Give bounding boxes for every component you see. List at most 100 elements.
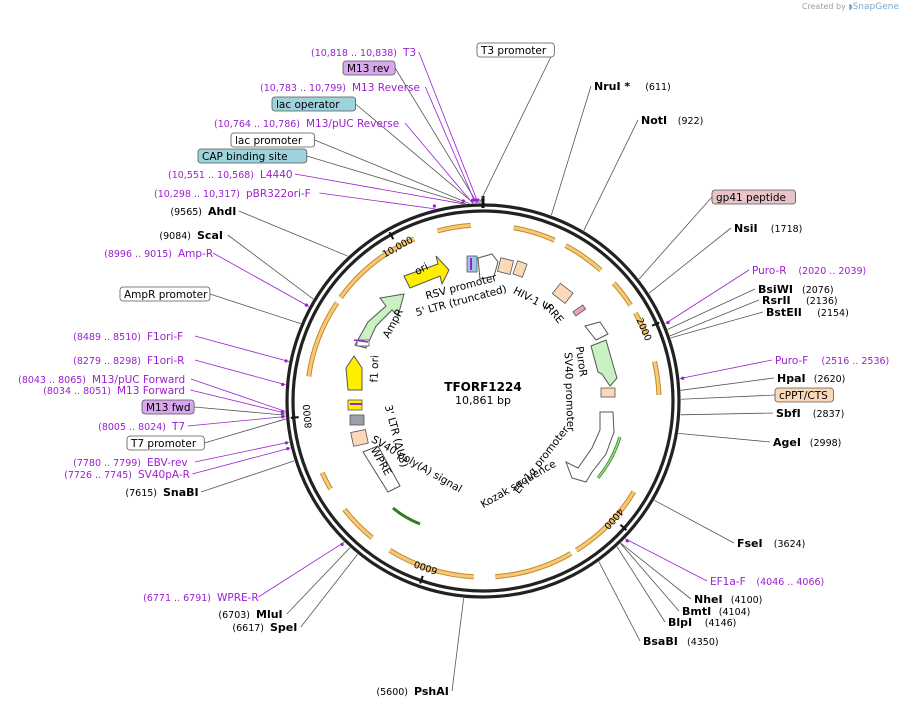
enzyme-name: BlpI [668,616,692,629]
tick-mark [619,524,628,531]
enzyme-position: (2076) [802,285,834,296]
enzyme-position: (611) [645,82,671,93]
label-NheI[interactable]: NheI(4100) [694,593,762,606]
label-BlpI[interactable]: BlpI(4146) [668,616,736,629]
leader-line [625,538,708,582]
primer-position: (4046 .. 4066) [756,577,824,588]
leader-line [194,441,290,463]
snapgene-logo-icon: ◗ [848,2,853,11]
label-AmpRprom[interactable]: AmpR promoter [119,286,211,302]
label-SpeI[interactable]: SpeI(6617) [232,621,297,634]
label-CAP[interactable]: CAP binding site [197,148,308,164]
label-AgeI[interactable]: AgeI(2998) [773,436,841,449]
label-lacoperator[interactable]: lac operator [271,96,356,112]
label-PuroR[interactable]: Puro-R (2020 .. 2039) [752,265,866,277]
label-NsiI[interactable]: NsiI(1718) [734,222,802,235]
label-MluI[interactable]: MluI(6703) [218,608,282,621]
label-F1oriR[interactable]: F1ori-R(8279 .. 8298) [73,355,184,367]
primer-name: Puro-F [775,355,808,367]
label-SbfI[interactable]: SbfI(2837) [776,407,844,420]
inner-label-ori: ori [413,261,431,278]
label-PuroF[interactable]: Puro-F(2516 .. 2536) [775,355,889,367]
tick-label: 8000 [302,404,315,429]
label-pBR322ori[interactable]: pBR322ori-F(10,298 .. 10,317) [154,188,311,200]
label-WPRER[interactable]: WPRE-R(6771 .. 6791) [143,592,259,604]
label-BmtI[interactable]: BmtI(4104) [682,605,750,618]
leader-line [227,234,314,300]
tick-mark [388,231,395,240]
label-SnaBI[interactable]: SnaBI(7615) [125,486,198,499]
primer-name: Puro-R [752,265,787,277]
label-AmpR[interactable]: Amp-R(8996 .. 9015) [104,248,213,260]
label-AhdI[interactable]: AhdI(9565) [170,205,236,218]
feature-arc-2 [564,244,602,272]
feature-name: T7 promoter [130,438,197,450]
label-PshAI[interactable]: PshAI(5600) [376,685,448,698]
primer-position: (10,818 .. 10,838) [311,48,397,59]
enzyme-position: (922) [678,116,704,127]
primer-position: (10,551 .. 10,568) [168,170,254,181]
leader-line [616,546,666,623]
hiv-psi-block-2 [512,260,528,278]
outer-feature-arcs [306,222,662,580]
feature-arc-8 [388,549,474,579]
label-M13Reverse[interactable]: M13 Reverse(10,783 .. 10,799) [260,82,420,94]
primer-site-mark [304,303,308,307]
primer-site-mark [473,198,477,202]
label-EBVrev[interactable]: EBV-rev (7780 .. 7799) [73,457,188,469]
label-M13rev[interactable]: M13 rev [342,60,396,76]
label-ScaI[interactable]: ScaI(9084) [159,229,223,242]
label-M13Forward[interactable]: M13 Forward(8034 .. 8051) [43,385,185,397]
label-NotI[interactable]: NotI(922) [641,114,703,127]
primer-position: (7780 .. 7799) [73,458,141,469]
primer-name: EBV-rev [147,457,188,469]
primer-name: M13 Reverse [352,82,420,94]
credit-brand: SnapGene [852,2,899,12]
enzyme-position: (4100) [731,595,763,606]
feature-arc-5 [653,361,661,395]
label-SV40pAR[interactable]: SV40pA-R(7726 .. 7745) [64,469,190,481]
leader-line [192,447,291,475]
feature-name: M13 fwd [146,402,191,414]
leader-line [550,85,592,216]
label-BsiWI[interactable]: BsiWI(2076) [758,283,834,296]
feature-arc-3 [612,282,632,306]
label-T3promoter[interactable]: T3 promoter [476,42,555,58]
inner-label-f1ori: f1 ori [369,355,382,383]
label-EF1aF[interactable]: EF1a-F(4046 .. 4066) [710,576,824,588]
label-L4440[interactable]: L4440(10,551 .. 10,568) [168,169,293,181]
leader-line [620,542,692,600]
label-M13pUCFwd[interactable]: M13/pUC Forward(8043 .. 8065) [18,374,185,386]
enzyme-position: (2136) [806,296,838,307]
label-BsaBI[interactable]: BsaBI(4350) [643,635,719,648]
feature-name: T3 promoter [480,45,547,57]
label-NruI[interactable]: NruI *(611) [594,80,671,93]
feature-box [126,435,205,451]
feature-arc-12 [339,237,415,299]
leader-line [300,553,358,628]
feature-name: AmpR promoter [124,289,208,301]
label-T7[interactable]: T7(8005 .. 8024) [98,421,185,433]
leader-line [620,543,680,612]
label-lacpromoter[interactable]: lac promoter [230,132,315,148]
label-RsrII[interactable]: RsrII(2136) [762,294,838,307]
feature-name: CAP binding site [202,151,288,163]
label-T3[interactable]: T3(10,818 .. 10,838) [311,47,416,59]
label-M13pUCRev[interactable]: M13/pUC Reverse(10,764 .. 10,786) [214,118,399,130]
label-T7promoter[interactable]: T7 promoter [126,435,205,451]
label-HpaI[interactable]: HpaI(2620) [777,372,845,385]
label-BstEII[interactable]: BstEII(2154) [766,306,849,319]
primer-position: (8279 .. 8298) [73,356,141,367]
label-gp41[interactable]: gp41 peptide [711,189,796,205]
label-FseI[interactable]: FseI(3624) [737,537,805,550]
leader-line [314,139,470,204]
primer-position: (2020 .. 2039) [798,266,866,277]
feature-arc-1 [513,226,556,242]
ef1a-promoter-arrow [565,411,615,483]
label-M13fwd[interactable]: M13 fwd [141,399,195,415]
label-cPPT[interactable]: cPPT/CTS [774,387,834,403]
label-F1oriF[interactable]: F1ori-F(8489 .. 8510) [73,331,183,343]
tick-label: 2000 [633,316,653,343]
f1ori-arrow [345,355,363,391]
